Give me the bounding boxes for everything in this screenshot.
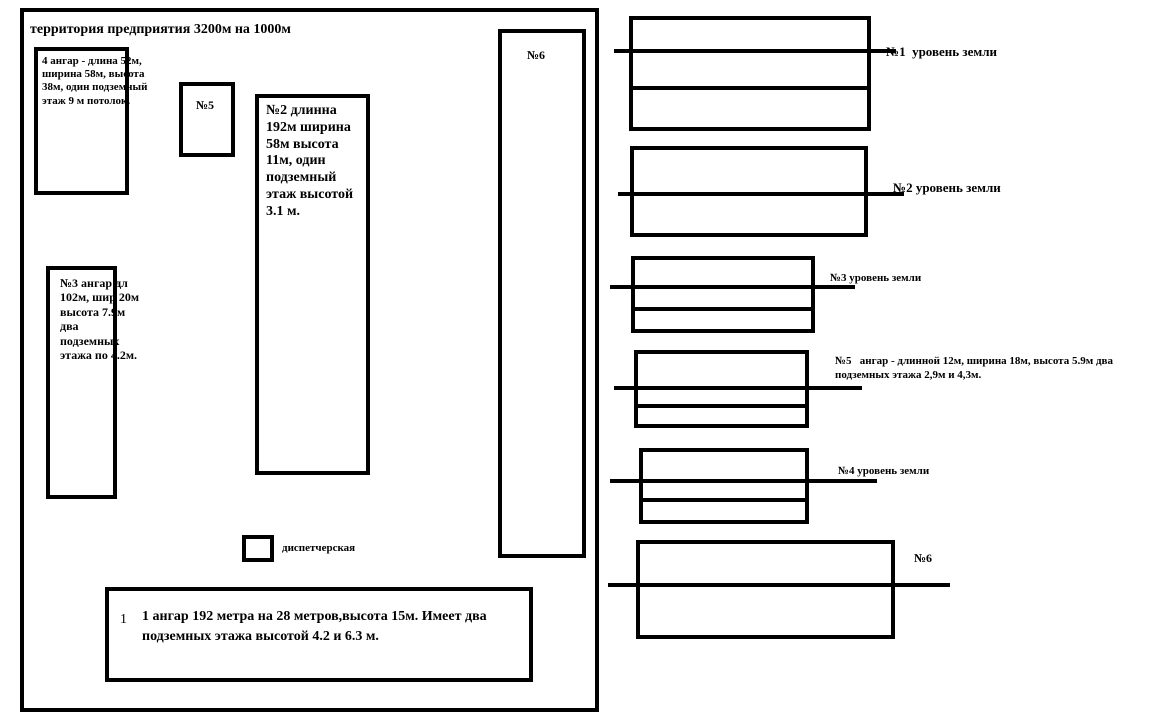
dispatch-label: диспетчерская (282, 542, 356, 554)
hangar-1-number: 1 (120, 612, 127, 627)
site-title: территория предприятия 3200м на 1000м (30, 22, 291, 37)
dispatch-outline (242, 535, 274, 562)
section-4-outline (639, 448, 809, 524)
section-4-floor-line (641, 498, 807, 502)
hangar-2-description: №2 длинна 192м ширина 58м высота 11м, од… (266, 103, 354, 219)
section-6-ground-line (608, 583, 950, 587)
hangar-5-outline (179, 82, 235, 157)
section-3-outline (631, 256, 815, 333)
hangar-5-label: №5 (196, 98, 215, 112)
hangar-4-description: 4 ангар - длина 52м, ширина 58м, высота … (42, 55, 148, 107)
section-6-outline (636, 540, 895, 639)
hangar-6-outline (498, 29, 586, 558)
section-1-label: №1 уровень земли (886, 44, 998, 59)
site-boundary (20, 8, 599, 712)
section-2-label: №2 уровень земли (893, 180, 1001, 195)
section-3-label: №3 уровень земли (830, 272, 922, 284)
hangar-6-label: №6 (527, 48, 546, 62)
section-6-label: №6 (914, 551, 933, 565)
section-1-ground-line (614, 49, 896, 53)
section-5-floor-line (636, 404, 807, 408)
section-1-floor-line (631, 86, 869, 90)
section-1-outline (629, 16, 871, 131)
hangar-3-outline (46, 266, 117, 499)
section-4-label: №4 уровень земли (838, 465, 930, 477)
section-3-floor-line (633, 307, 813, 311)
hangar-4-outline (34, 47, 129, 195)
hangar-1-description: 1 ангар 192 метра на 28 метров,высота 15… (142, 609, 487, 645)
section-2-ground-line (618, 192, 904, 196)
section-5-ground-line (614, 386, 862, 390)
hangar-3-description: №3 ангар дл 102м, шир 20м высота 7.9м дв… (60, 276, 140, 362)
hangar-1-outline (105, 587, 533, 682)
section-4-ground-line (610, 479, 877, 483)
section-5-description: №5 ангар - длинной 12м, ширина 18м, высо… (835, 355, 1116, 382)
hangar-2-outline (255, 94, 370, 475)
section-2-outline (630, 146, 868, 237)
section-3-ground-line (610, 285, 855, 289)
